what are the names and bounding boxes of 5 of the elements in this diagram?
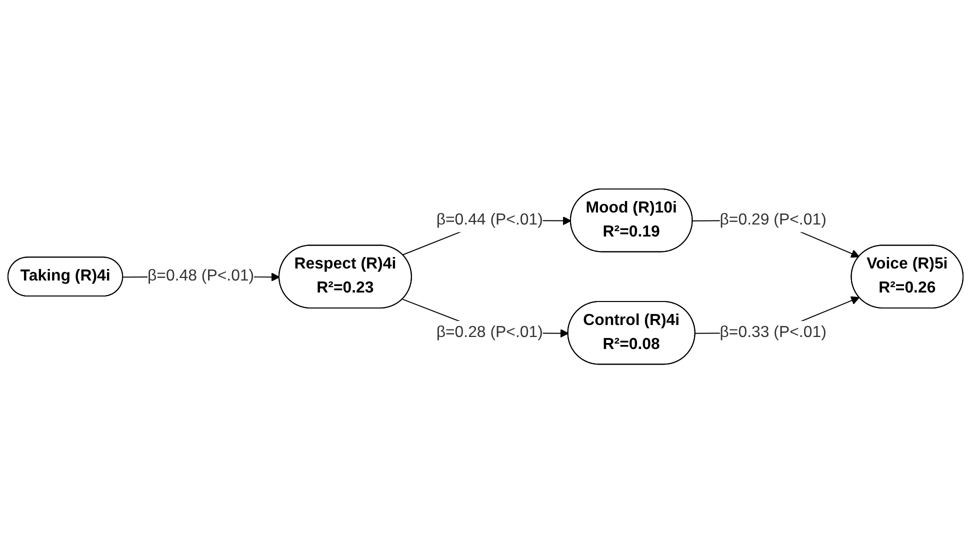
edge-label: β=0.48 (P<.01) xyxy=(148,268,254,285)
edge-label: β=0.33 (P<.01) xyxy=(720,324,826,342)
edge-label: β=0.29 (P<.01) xyxy=(720,212,826,229)
edge-label: β=0.28 (P<.01) xyxy=(436,324,543,342)
edge-label: β=0.44 (P<.01) xyxy=(436,212,543,229)
